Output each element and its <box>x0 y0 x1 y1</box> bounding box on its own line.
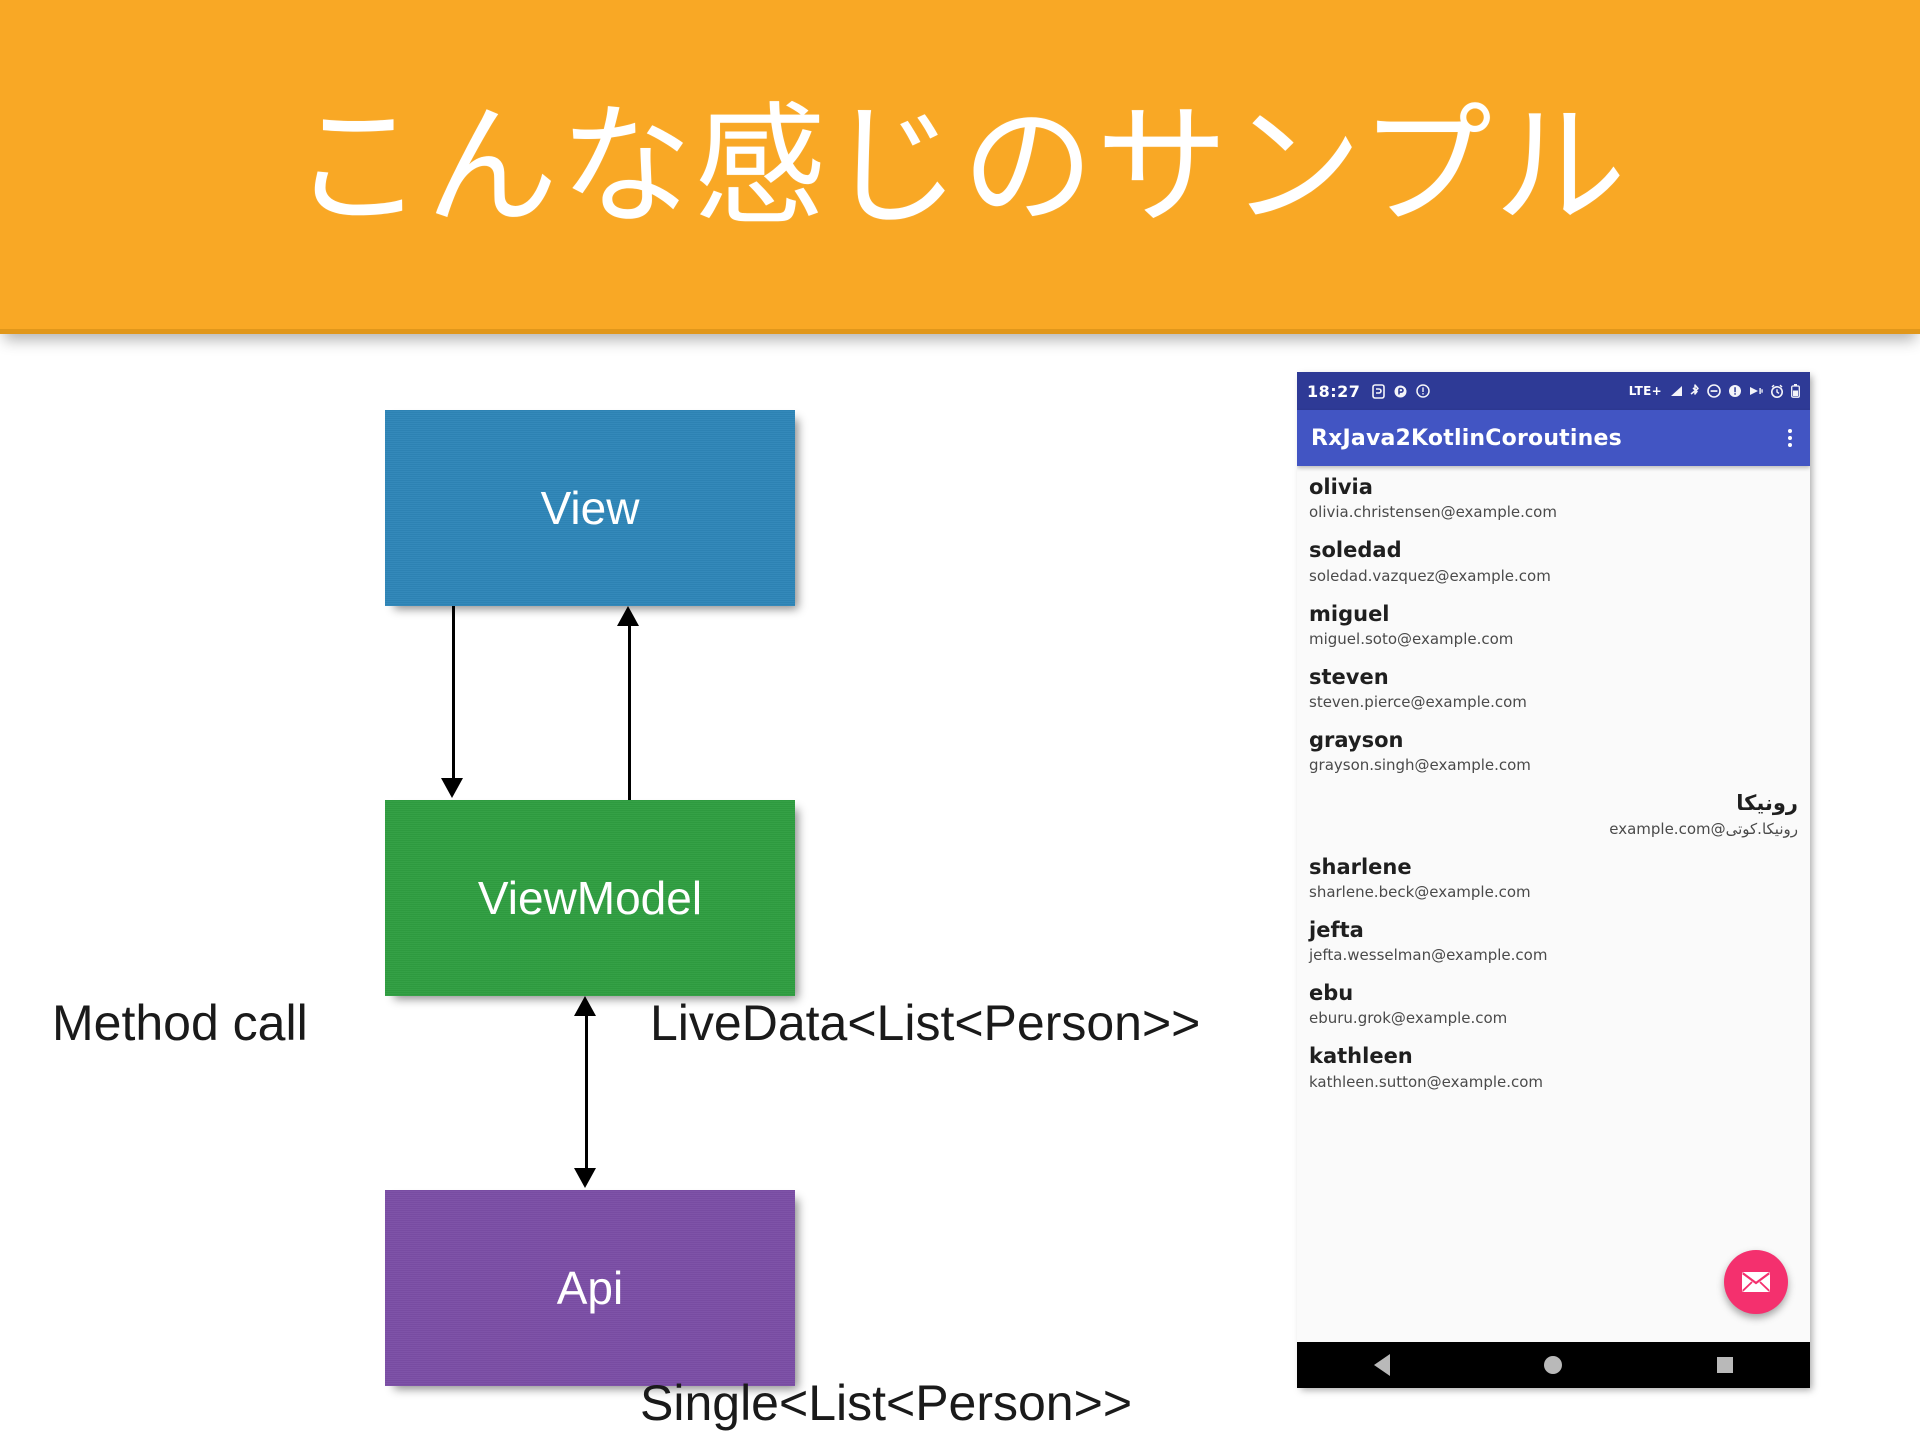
network-type-label: LTE+ <box>1628 384 1662 398</box>
list-item-email: miguel.soto@example.com <box>1309 629 1514 648</box>
list-item-name: kathleen <box>1309 1044 1413 1069</box>
recents-square-icon[interactable] <box>1716 1357 1733 1373</box>
list-item-email: رونیکا.کوتی@example.com <box>1609 819 1798 838</box>
list-item[interactable]: رونیکا رونیکا.کوتی@example.com <box>1297 782 1810 845</box>
arrow-viewmodel-to-view-line <box>628 624 631 800</box>
list-item-name: رونیکا <box>1736 791 1798 816</box>
slide-title-banner: こんな感じのサンプル <box>0 0 1920 334</box>
do-not-disturb-icon <box>1707 384 1721 398</box>
envelope-icon <box>1741 1271 1771 1293</box>
list-item[interactable]: sharlene sharlene.beck@example.com <box>1297 846 1810 909</box>
list-item[interactable]: kathleen kathleen.sutton@example.com <box>1297 1035 1810 1098</box>
list-item-email: sharlene.beck@example.com <box>1309 882 1531 901</box>
diagram-node-api: Api <box>385 1190 795 1386</box>
list-item[interactable]: ebu eburu.grok@example.com <box>1297 972 1810 1035</box>
app-bar: RxJava2KotlinCoroutines <box>1297 410 1810 466</box>
list-item-name: olivia <box>1309 475 1373 499</box>
list-item-email: grayson.singh@example.com <box>1309 756 1531 775</box>
battery-icon <box>1791 384 1800 398</box>
diagram-node-api-label: Api <box>556 1262 624 1314</box>
list-item-email: olivia.christensen@example.com <box>1309 503 1557 522</box>
arrow-viewmodel-to-view-head <box>617 606 639 626</box>
diagram-node-viewmodel: ViewModel <box>385 800 795 996</box>
status-bar-clock: 18:27 <box>1307 381 1361 401</box>
diagram-node-view-label: View <box>540 482 640 534</box>
person-list[interactable]: olivia olivia.christensen@example.com sole… <box>1297 466 1810 1342</box>
info-circle-icon <box>1416 384 1431 398</box>
app-bar-title: RxJava2KotlinCoroutines <box>1311 425 1622 451</box>
bluetooth-icon <box>1690 384 1700 398</box>
list-item-name: soledad <box>1309 538 1402 563</box>
list-item-name: ebu <box>1309 981 1354 1005</box>
arrow-view-to-viewmodel-head <box>441 778 463 798</box>
list-item-name: steven <box>1309 664 1389 689</box>
system-nav-bar <box>1297 1342 1810 1388</box>
arrow-view-to-viewmodel-line <box>452 606 455 782</box>
list-item[interactable]: olivia olivia.christensen@example.com <box>1297 466 1810 529</box>
status-bar-right-icons: LTE+ <box>1629 384 1800 398</box>
status-bar-left-icons <box>1372 383 1431 399</box>
edge-label-method-call: Method call <box>52 995 308 1051</box>
signal-icon <box>1669 385 1683 397</box>
page-title: こんな感じのサンプル <box>291 90 1629 244</box>
list-item-email: soledad.vazquez@example.com <box>1309 566 1551 585</box>
list-item[interactable]: grayson grayson.singh@example.com <box>1297 719 1810 782</box>
status-bar: 18:27 LTE+ <box>1297 372 1810 410</box>
list-item[interactable]: jefta jefta.wesselman@example.com <box>1297 909 1810 972</box>
arrow-viewmodel-api-line <box>585 1014 588 1172</box>
compose-mail-fab[interactable] <box>1724 1250 1788 1314</box>
arrow-viewmodel-api-head-up <box>574 996 596 1016</box>
alarm-icon <box>1770 384 1784 398</box>
volume-icon <box>1728 384 1742 398</box>
list-item[interactable]: steven steven.pierce@example.com <box>1297 656 1810 719</box>
phone-screenshot: 18:27 LTE+ <box>1297 372 1810 1388</box>
list-item-email: eburu.grok@example.com <box>1309 1009 1508 1028</box>
list-item-email: jefta.wesselman@example.com <box>1309 946 1548 964</box>
list-item-name: grayson <box>1309 728 1404 752</box>
list-item-name: sharlene <box>1309 854 1412 879</box>
edge-label-livedata: LiveData<List<Person>> <box>650 995 1201 1051</box>
list-item[interactable]: miguel miguel.soto@example.com <box>1297 593 1810 656</box>
list-item-name: miguel <box>1309 601 1390 626</box>
diagram-node-view: View <box>385 410 795 606</box>
screenshot-icon <box>1372 383 1386 399</box>
list-item-email: steven.pierce@example.com <box>1309 693 1527 711</box>
back-triangle-icon[interactable] <box>1374 1354 1391 1376</box>
parking-p-icon <box>1394 384 1407 399</box>
home-circle-icon[interactable] <box>1544 1356 1563 1374</box>
diagram-node-viewmodel-label: ViewModel <box>477 872 703 924</box>
vibrate-icon <box>1749 385 1763 397</box>
list-item-email: kathleen.sutton@example.com <box>1309 1072 1544 1091</box>
arrow-viewmodel-api-head-down <box>574 1168 596 1188</box>
list-item[interactable]: soledad soledad.vazquez@example.com <box>1297 529 1810 592</box>
architecture-diagram: View ViewModel Api Method call LiveData<… <box>0 334 1200 1440</box>
list-item-name: jefta <box>1309 917 1364 942</box>
edge-label-single: Single<List<Person>> <box>640 1375 1133 1431</box>
overflow-menu-icon[interactable] <box>1784 425 1796 451</box>
